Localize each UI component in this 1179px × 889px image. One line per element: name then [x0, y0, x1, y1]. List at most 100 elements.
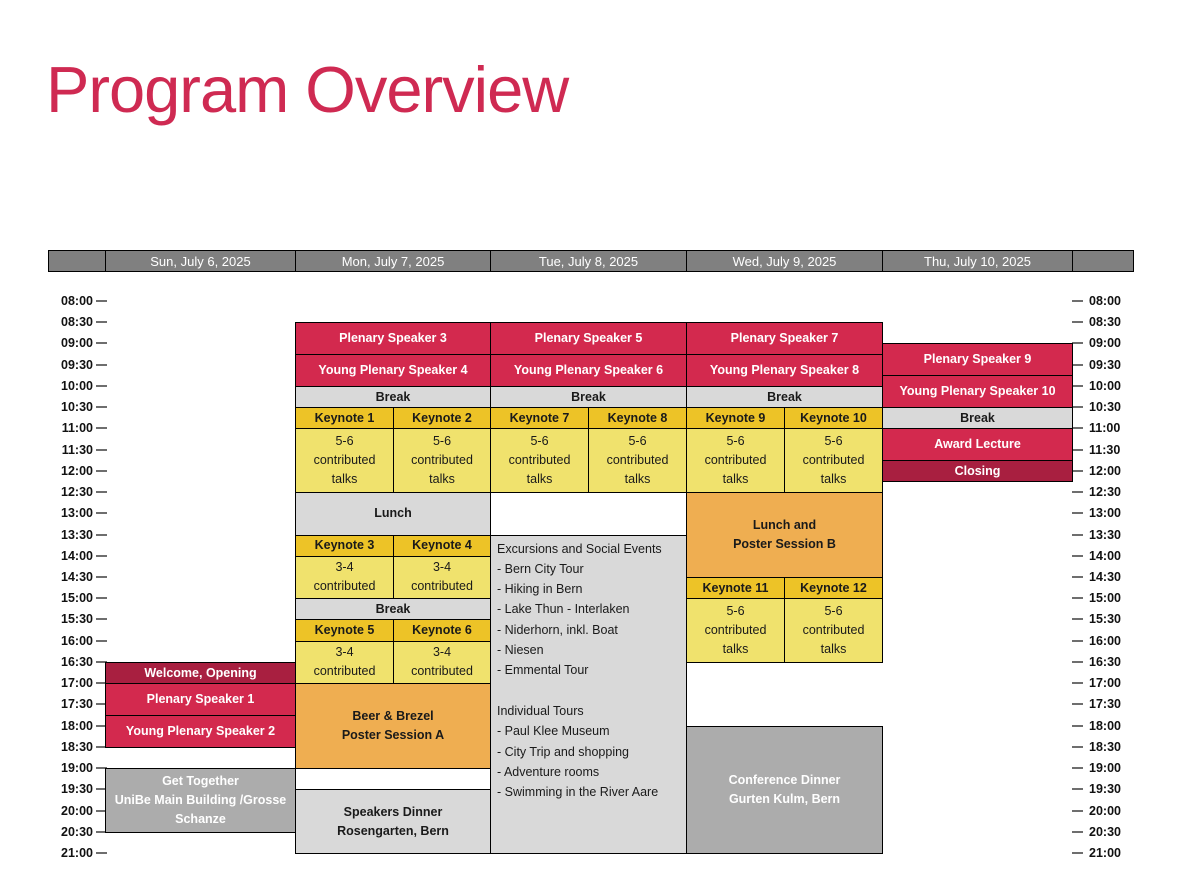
event-keynote-7: Keynote 7 [490, 407, 589, 430]
time-label-right-2030: 20:30 [1089, 824, 1121, 839]
event-text-line: Get Together [162, 773, 239, 788]
event-keynote-2: Keynote 2 [393, 407, 491, 430]
time-label-left-1800: 18:00 [61, 718, 93, 733]
time-tick-right-1200 [1072, 469, 1083, 472]
event-text-line: Break [375, 389, 411, 404]
time-tick-left-0930 [96, 363, 107, 366]
time-label-left-1700: 17:00 [61, 676, 93, 691]
time-tick-left-1430 [96, 575, 107, 578]
event-young-plenary-speaker-2: Young Plenary Speaker 2 [105, 714, 296, 748]
time-tick-left-2030 [96, 830, 107, 833]
time-tick-right-1030 [1072, 406, 1083, 409]
event-text-line: Break [767, 389, 802, 404]
event-text-line: Closing [954, 463, 1001, 478]
time-tick-left-1230 [96, 491, 107, 494]
time-label-left-1930: 19:30 [61, 782, 93, 797]
event-text-line: contributed [411, 579, 473, 594]
event-text-line: contributed [802, 623, 865, 638]
time-tick-left-1600 [96, 639, 107, 642]
time-label-left-1530: 15:30 [61, 612, 93, 627]
event-text-line: 5-6 [530, 434, 549, 449]
time-label-left-1400: 14:00 [61, 548, 93, 563]
time-label-right-1030: 10:30 [1089, 400, 1121, 415]
event-text-line: 3-4 [432, 560, 452, 575]
time-label-right-1000: 10:00 [1089, 378, 1121, 393]
event-text-line: Rosengarten, Bern [337, 823, 449, 838]
time-label-right-1530: 15:30 [1089, 612, 1121, 627]
time-tick-right-1100 [1072, 427, 1083, 430]
event-text-line: talks [722, 642, 749, 657]
time-label-left-0900: 09:00 [61, 336, 93, 351]
event-text-line: Plenary Speaker 5 [534, 331, 643, 346]
time-label-left-1830: 18:30 [61, 739, 93, 754]
time-tick-left-1000 [96, 384, 107, 387]
event-keynote-1: Keynote 1 [295, 407, 394, 430]
event-text-line: 5-6 [726, 604, 745, 619]
time-tick-right-1500 [1072, 597, 1083, 600]
event-text-line: - Adventure rooms [497, 764, 600, 779]
event-text-line: 3-4 [432, 645, 452, 660]
event-text-line: 3-4 [335, 645, 354, 660]
event-text-line: Keynote 11 [702, 580, 769, 595]
time-tick-left-1030 [96, 406, 107, 409]
event-keynote-9: Keynote 9 [686, 407, 785, 430]
event-3-4: 3-4 contributed [393, 555, 491, 600]
time-label-left-1030: 10:30 [61, 400, 93, 415]
time-tick-right-2030 [1072, 830, 1083, 833]
event-text-line: Excursions and Social Events [497, 541, 662, 556]
time-label-left-1200: 12:00 [61, 463, 93, 478]
day-header-gutter-left [48, 250, 106, 272]
time-label-right-1930: 19:30 [1089, 782, 1121, 797]
time-tick-left-1630 [96, 660, 107, 663]
event-text-line: Beer & Brezel [352, 709, 434, 724]
event-text-line [497, 681, 500, 701]
event-lunch: Lunch [295, 492, 491, 536]
event-3-4: 3-4 contributed [393, 640, 491, 685]
time-tick-right-0830 [1072, 321, 1083, 324]
time-label-right-0930: 09:30 [1089, 357, 1121, 372]
day-header-gutter-right [1072, 250, 1134, 272]
event-text-line: 5-6 [335, 434, 354, 449]
event-plenary-speaker-7: Plenary Speaker 7 [686, 322, 883, 356]
time-label-left-1100: 11:00 [61, 421, 93, 436]
time-label-left-1130: 11:30 [61, 442, 93, 457]
event-text-line: contributed [411, 453, 473, 468]
event-text-line: talks [526, 472, 553, 487]
day-header-4: Thu, July 10, 2025 [882, 250, 1073, 272]
event-text-line: Plenary Speaker 9 [923, 352, 1032, 367]
event-break: Break [295, 598, 491, 621]
event-text-line: talks [820, 642, 847, 657]
time-tick-left-1730 [96, 703, 107, 706]
event-text-line: talks [624, 472, 651, 487]
event-plenary-speaker-5: Plenary Speaker 5 [490, 322, 687, 356]
event-young-plenary-speaker-10: Young Plenary Speaker 10 [882, 375, 1073, 409]
event-text-line: Keynote 6 [412, 623, 472, 638]
event-young-plenary-speaker-6: Young Plenary Speaker 6 [490, 354, 687, 387]
time-label-right-1300: 13:00 [1089, 506, 1121, 521]
event-text-line: Plenary Speaker 3 [339, 331, 447, 346]
time-label-right-1400: 14:00 [1089, 548, 1121, 563]
time-label-left-0930: 09:30 [61, 357, 93, 372]
event-text-line: Poster Session A [341, 728, 445, 743]
time-label-right-1630: 16:30 [1089, 654, 1121, 669]
time-label-left-1900: 19:00 [61, 761, 93, 776]
event-text-line: Gurten Kulm, Bern [728, 791, 841, 806]
time-tick-left-2100 [96, 851, 107, 854]
time-tick-left-1830 [96, 745, 107, 748]
event-text-line: Speakers Dinner [343, 804, 443, 819]
time-label-left-2100: 21:00 [61, 845, 93, 860]
event-text-line: Individual Tours [497, 703, 584, 718]
day-header-2: Tue, July 8, 2025 [490, 250, 687, 272]
time-label-left-2030: 20:30 [61, 824, 93, 839]
day-header-0: Sun, July 6, 2025 [105, 250, 296, 272]
event-text-line: contributed [411, 664, 473, 679]
event-text-line: Break [571, 389, 606, 404]
event-text-line: contributed [313, 579, 376, 594]
